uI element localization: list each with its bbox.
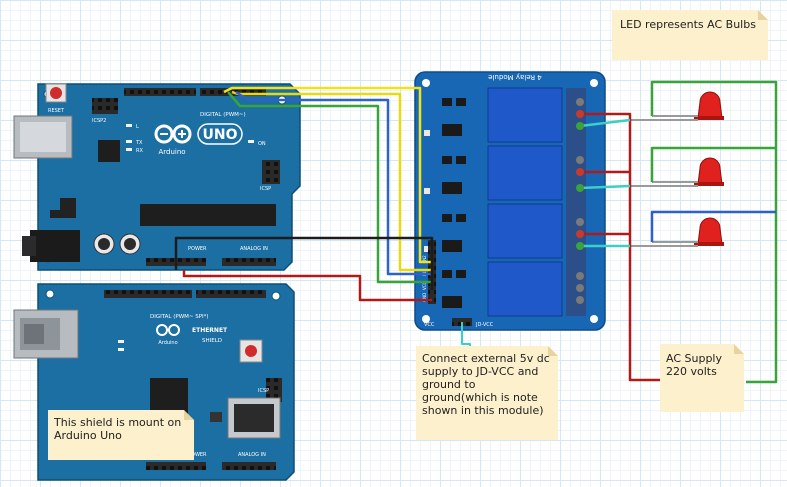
cyan-wire-2: [579, 184, 631, 190]
note-external-supply: Connect external 5v dc supply to JD-VCC …: [416, 346, 558, 440]
screw-terminals: [566, 88, 586, 316]
reset-label: RESET: [48, 108, 65, 114]
black-wire: [174, 236, 434, 290]
relay-3: [487, 203, 563, 259]
usb-chip: [98, 140, 120, 162]
power-label: POWER: [188, 246, 207, 252]
digital-label: DIGITAL (PWM~): [200, 112, 246, 118]
note-shield-mount: This shield is mount on Arduino Uno: [48, 410, 194, 460]
arduino-brand: Arduino: [158, 148, 185, 156]
note-ac-supply: AC Supply 220 volts: [660, 344, 744, 412]
note-shield-mount-text: This shield is mount on Arduino Uno: [54, 416, 182, 442]
arduino-logo-icon: [154, 124, 192, 144]
reset-button[interactable]: [50, 87, 62, 99]
shield-power-header: [146, 462, 206, 470]
blue-wire: [235, 90, 432, 276]
icsp2-label: ICSP2: [92, 118, 106, 124]
relay-in1-label: IN1: [422, 269, 427, 276]
shield-digital-header-right: [196, 290, 266, 298]
analog-header: [222, 258, 276, 266]
relay-2: [487, 145, 563, 201]
relay-1: [487, 87, 563, 143]
cyan-wire-1: [579, 118, 631, 128]
shield-icsp-header: [266, 378, 282, 402]
note-led-represents: LED represents AC Bulbs: [612, 10, 768, 60]
atmega-chip: [140, 204, 276, 226]
signal-wires: [174, 86, 434, 302]
relay-gnd-label: GND: [422, 293, 427, 302]
red-wire: [182, 270, 432, 302]
jd-vcc-label: JD-VCC: [475, 322, 494, 328]
shield-reset-button[interactable]: [245, 345, 257, 357]
tx-label: TX: [135, 140, 143, 146]
uno-model: UNO: [203, 127, 238, 143]
note-external-supply-text: Connect external 5v dc supply to JD-VCC …: [422, 352, 550, 417]
shield-power-label: POWER: [188, 452, 207, 458]
ac-wires: [461, 80, 778, 384]
note-led-represents-text: LED represents AC Bulbs: [620, 18, 756, 31]
l-label: L: [136, 124, 139, 130]
led-2: [694, 157, 724, 186]
icsp-label: ICSP: [260, 186, 271, 192]
digital-header-left: [124, 88, 196, 96]
green-ac-wire: [650, 80, 778, 384]
relay-4: [487, 261, 563, 317]
yellow-wire: [223, 86, 432, 264]
relay-vcc-label: VCC: [422, 281, 427, 290]
arduino-uno-board: RESET ICSP2 DIGITAL (PWM~) Arduino UNO T…: [13, 83, 301, 271]
on-label: ON: [258, 141, 266, 147]
relay-module-title: 4 Relay Module: [488, 73, 542, 81]
shield-digital-header-left: [104, 290, 192, 298]
relay-in2-label: IN2: [422, 255, 427, 262]
icsp-header: [262, 160, 280, 184]
shield-arduino-logo-icon: [156, 324, 180, 336]
shield-icsp-label: ICSP: [258, 388, 269, 394]
vcc-label: VCC: [424, 322, 435, 328]
note-ac-supply-text: AC Supply 220 volts: [666, 352, 722, 378]
shield-analog-label: ANALOG IN: [238, 452, 266, 458]
led-3: [694, 217, 724, 246]
relay-module-board: 4 Relay Module: [414, 71, 606, 331]
led-1: [694, 91, 724, 120]
w5100-chip: [150, 378, 188, 416]
green-wire: [227, 91, 432, 284]
icsp2-header: [92, 98, 118, 114]
rx-label: RX: [136, 148, 143, 154]
analog-label: ANALOG IN: [240, 246, 268, 252]
shield-ethernet-label: ETHERNET: [192, 327, 228, 334]
shield-analog-header: [222, 462, 276, 470]
shield-digital-label: DIGITAL (PWM~ SPI*): [150, 314, 209, 320]
dc-power-jack: [30, 230, 80, 262]
shield-shield-label: SHIELD: [202, 338, 222, 344]
shield-brand: Arduino: [158, 340, 177, 346]
